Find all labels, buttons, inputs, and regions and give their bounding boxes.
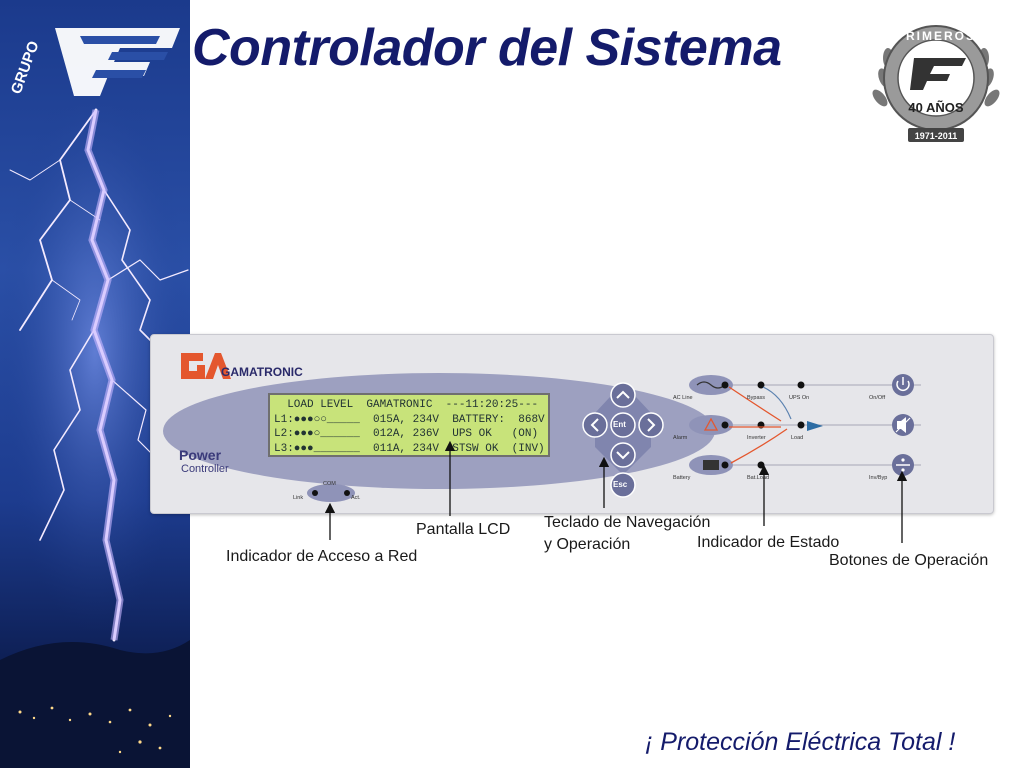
nav-right-button[interactable] [638, 412, 664, 438]
bypass-label: Bypass [747, 395, 766, 401]
product-name-line2: Controller [181, 463, 229, 475]
controller-panel: GAMATRONIC Power Controller LOAD LEVEL G… [150, 334, 994, 514]
load-label: Load [791, 435, 804, 441]
alarm-label: Alarm [673, 435, 688, 441]
lcd-line: L2:●●●○______ 012A, 236V UPS OK (ON) [274, 428, 539, 440]
ac-wave-icon [696, 381, 726, 389]
product-name-line1: Power [179, 447, 222, 463]
ac-line-label: AC Line [673, 395, 693, 401]
anniversary-seal: PRIMEROS 40 AÑOS 1971-2011 [872, 25, 1000, 142]
alarm-indicator [689, 415, 733, 435]
com-label: COM [323, 481, 336, 487]
link-label: Link [293, 495, 304, 501]
page-title: Controlador del Sistema [192, 19, 782, 77]
seal-range-text: 1971-2011 [915, 131, 958, 141]
ups-on-label: UPS On [789, 395, 810, 401]
com-indicator [307, 484, 355, 502]
alarm-icon [703, 417, 719, 431]
lcd-screen: LOAD LEVEL GAMATRONIC ---11:20:25--- L1:●… [268, 393, 550, 457]
callout-keyboard-line2: y Operación [544, 536, 631, 553]
act-label: Act. [351, 495, 361, 501]
enter-label: Ent [613, 420, 626, 429]
brand-name: GAMATRONIC [221, 365, 303, 379]
nav-up-button[interactable] [610, 382, 636, 408]
load-arrow-icon [807, 421, 823, 431]
lcd-line: L1:●●●○○_____ 015A, 234V BATTERY: 868V [274, 413, 545, 426]
callout-keyboard-line1: Teclado de Navegación [544, 514, 711, 531]
company-logo: GRUPO [8, 28, 180, 96]
power-icon [896, 380, 910, 391]
bat-load-label: Bat.Load [747, 475, 770, 481]
battery-icon [703, 460, 719, 470]
callout-lcd: Pantalla LCD [416, 521, 511, 538]
inverter-label: Inverter [747, 435, 766, 441]
callout-status: Indicador de Estado [697, 534, 840, 551]
gamatronic-logo-icon [181, 353, 205, 379]
callout-network: Indicador de Acceso a Red [226, 548, 418, 565]
seal-years-text: 40 AÑOS [908, 100, 963, 115]
lcd-line: L3:●●●_______ 011A, 234V STSW OK (INV) [274, 442, 545, 455]
escape-button[interactable] [610, 472, 636, 498]
nav-left-button[interactable] [582, 412, 608, 438]
lcd-line: LOAD LEVEL GAMATRONIC ---11:20:25--- [274, 399, 539, 411]
footer-slogan: ¡ Protección Eléctrica Total ! [645, 728, 956, 756]
on-off-label: On/Off [869, 395, 886, 401]
callout-buttons: Botones de Operación [829, 552, 989, 569]
battery-label: Battery [673, 475, 691, 481]
escape-label: Esc [613, 480, 628, 489]
seal-top-text: PRIMEROS [896, 29, 976, 43]
enter-button[interactable] [610, 412, 636, 438]
logo-grupo-text: GRUPO [8, 39, 43, 97]
nav-down-button[interactable] [610, 442, 636, 468]
inv-byp-label: Inv/Byp [869, 475, 888, 481]
